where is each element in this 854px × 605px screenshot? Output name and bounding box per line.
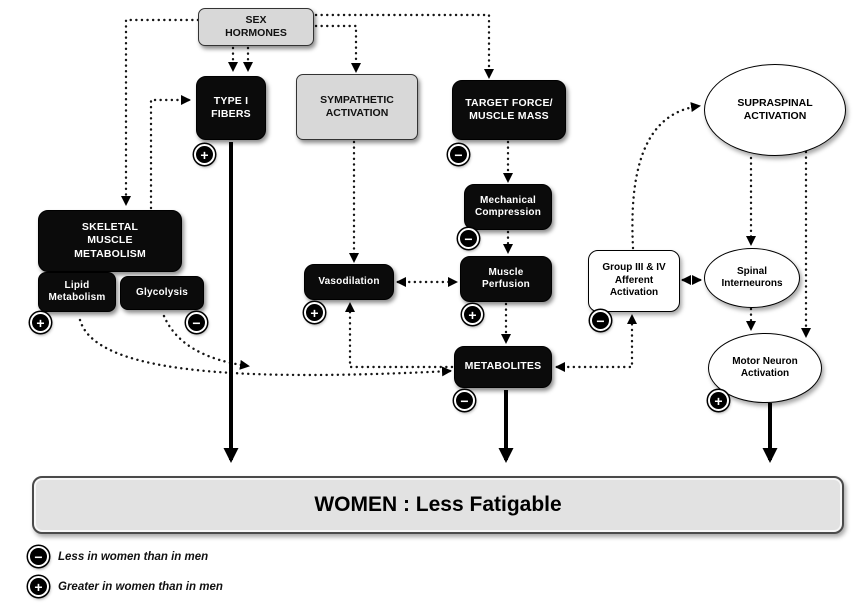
- node-motor-neuron-activation: Motor Neuron Activation: [708, 333, 822, 403]
- edge-sexhormones-to-targetforce: [314, 13, 494, 79]
- plus-icon: +: [462, 304, 483, 325]
- node-group-iii-iv-afferent-activation: Group III & IV Afferent Activation: [588, 250, 680, 312]
- edge-afferent-to-supraspinal: [631, 102, 701, 250]
- legend-item-greater: + Greater in women than in men: [28, 576, 223, 597]
- node-type1-fibers: TYPE I FIBERS: [196, 76, 266, 140]
- node-glycolysis: Glycolysis: [120, 276, 204, 310]
- plus-icon: +: [30, 312, 51, 333]
- edge-skeletal-to-type1: [149, 95, 191, 210]
- legend: − Less in women than in men + Greater in…: [28, 546, 223, 597]
- node-muscle-perfusion: Muscle Perfusion: [460, 256, 552, 302]
- node-mechanical-compression: Mechanical Compression: [464, 184, 552, 230]
- minus-icon: −: [448, 144, 469, 165]
- edge-glycolysis-to-metabolites: [162, 314, 250, 370]
- node-sex-hormones: SEX HORMONES: [198, 8, 314, 46]
- minus-icon: −: [458, 228, 479, 249]
- plus-icon: +: [304, 302, 325, 323]
- minus-icon: −: [590, 310, 611, 331]
- plus-icon: +: [194, 144, 215, 165]
- node-spinal-interneurons: Spinal Interneurons: [704, 248, 800, 308]
- legend-greater-text: Greater in women than in men: [58, 580, 223, 593]
- node-sympathetic-activation: SYMPATHETIC ACTIVATION: [296, 74, 418, 140]
- minus-icon: −: [454, 390, 475, 411]
- legend-less-text: Less in women than in men: [58, 550, 209, 563]
- conclusion-banner: WOMEN : Less Fatigable: [32, 476, 844, 534]
- plus-icon: +: [28, 576, 49, 597]
- node-skeletal-muscle-metabolism: SKELETAL MUSCLE METABOLISM: [38, 210, 182, 272]
- node-vasodilation: Vasodilation: [304, 264, 394, 300]
- node-metabolites: METABOLITES: [454, 346, 552, 388]
- minus-icon: −: [28, 546, 49, 567]
- edge-metabolites-to-vasodilation: [345, 302, 454, 369]
- edge-sexhormones-to-sympathetic: [314, 24, 361, 73]
- legend-item-less: − Less in women than in men: [28, 546, 223, 567]
- plus-icon: +: [708, 390, 729, 411]
- node-supraspinal-activation: SUPRASPINAL ACTIVATION: [704, 64, 846, 156]
- node-target-force-muscle-mass: TARGET FORCE/ MUSCLE MASS: [452, 80, 566, 140]
- edge-lipid-to-metabolites: [78, 318, 452, 377]
- edge-sexhormones-to-skeletal: [121, 18, 200, 206]
- node-lipid-metabolism: Lipid Metabolism: [38, 272, 116, 312]
- minus-icon: −: [186, 312, 207, 333]
